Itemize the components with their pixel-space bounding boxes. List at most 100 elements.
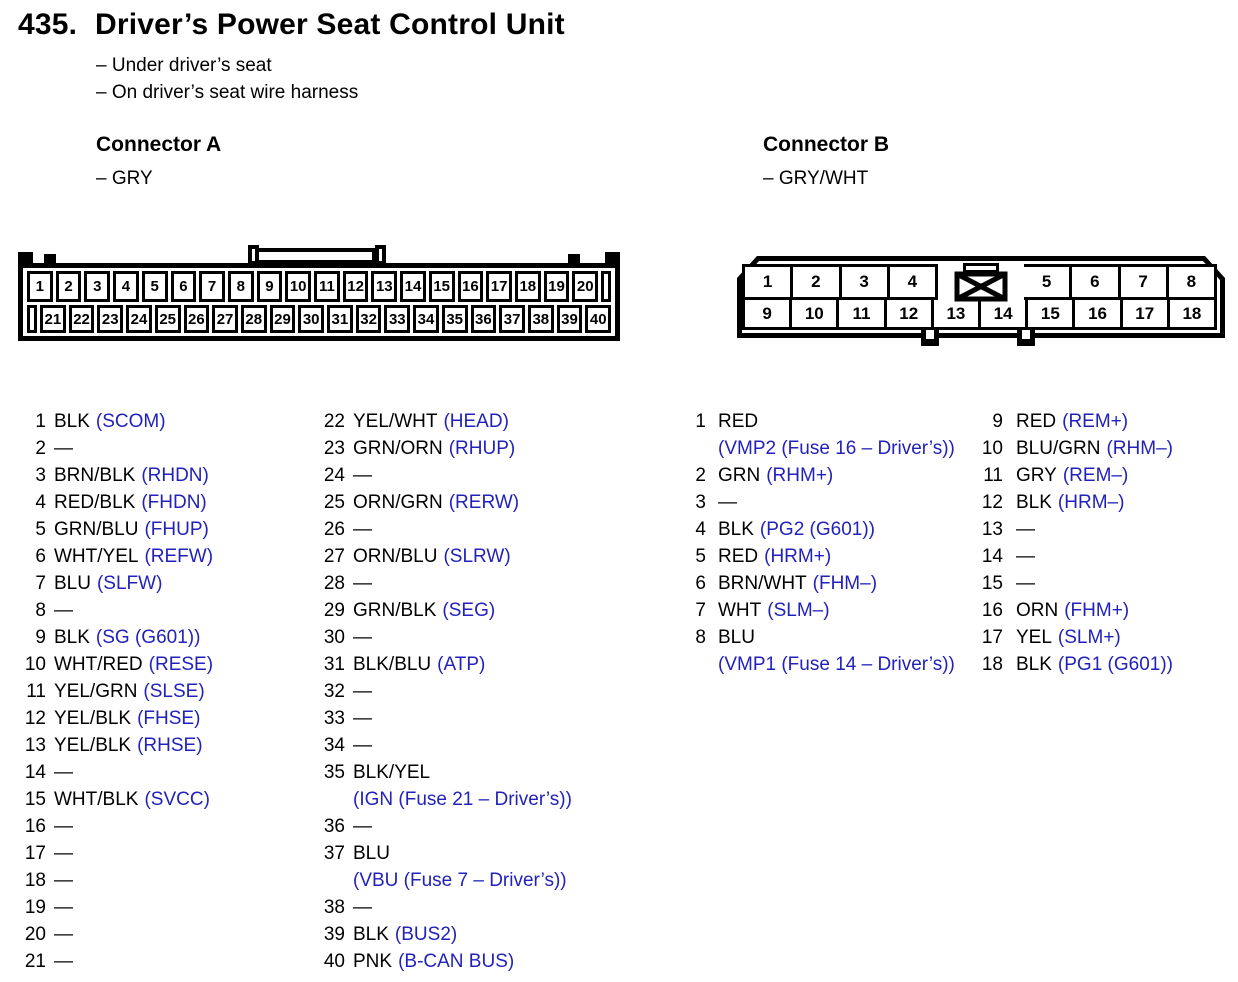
wire-color: — xyxy=(718,492,737,513)
pin-cell: 11 xyxy=(314,271,340,302)
wire-color: — xyxy=(54,600,73,621)
wire-color: — xyxy=(353,897,372,918)
pin-cell: 30 xyxy=(298,305,325,333)
wire-color: RED xyxy=(718,546,759,567)
pin-number: 2 xyxy=(695,465,706,486)
pin-cell: 24 xyxy=(126,305,152,333)
pin-number: 1 xyxy=(35,411,46,432)
wire-color: BLK xyxy=(1016,492,1052,513)
signal-name: (REM–) xyxy=(1062,465,1129,486)
wire-color: BLK/BLU xyxy=(353,654,432,675)
connector-b-keyway xyxy=(938,263,1024,302)
pin-entry: 34— xyxy=(320,732,638,759)
pin-number: 4 xyxy=(35,492,46,513)
pin-number: 12 xyxy=(24,708,46,729)
signal-name: (RHUP) xyxy=(448,438,516,459)
wire-color: BRN/WHT xyxy=(718,573,807,594)
pin-cell: 18 xyxy=(514,271,541,302)
signal-name: (PG1 (G601)) xyxy=(1057,654,1174,675)
pin-entry: 8— xyxy=(16,597,316,624)
wire-color: BLK xyxy=(718,519,754,540)
pin-cell: 2 xyxy=(55,271,82,302)
signal-name: (RHM+) xyxy=(766,465,834,486)
connector-a-latch-post xyxy=(248,245,259,265)
page-title: 435. Driver’s Power Seat Control Unit xyxy=(18,8,565,42)
wire-color: YEL/WHT xyxy=(353,411,438,432)
pin-number: 10 xyxy=(24,654,46,675)
pin-number: 7 xyxy=(35,573,46,594)
connector-b-bottom-notch xyxy=(921,330,939,346)
pin-cell: 34 xyxy=(413,305,439,333)
pin-number: 5 xyxy=(695,546,706,567)
pin-number: 28 xyxy=(323,573,345,594)
pin-number: 9 xyxy=(35,627,46,648)
connector-a-corner-lip xyxy=(605,252,620,265)
pin-number: 14 xyxy=(24,762,46,783)
pin-entry: 11 GRY(REM–) xyxy=(979,462,1235,489)
signal-name: (FHUP) xyxy=(144,519,209,540)
pin-entry: 30— xyxy=(320,624,638,651)
pin-entry: 18— xyxy=(16,867,316,894)
pin-number: 12 xyxy=(981,492,1003,513)
wire-color: — xyxy=(54,816,73,837)
signal-name: (REFW) xyxy=(144,546,214,567)
wire-color: YEL xyxy=(1016,627,1052,648)
pin-number: 37 xyxy=(323,843,345,864)
pin-cell: 13 xyxy=(930,297,982,330)
pin-number: 3 xyxy=(35,465,46,486)
pin-cell: 3 xyxy=(838,264,890,300)
pin-cell: 27 xyxy=(212,305,238,333)
connector-a-tab xyxy=(44,254,56,265)
pin-number: 18 xyxy=(981,654,1003,675)
pin-number: 22 xyxy=(323,411,345,432)
pin-entry: 28— xyxy=(320,570,638,597)
pin-entry: 19— xyxy=(16,894,316,921)
pin-cell: 15 xyxy=(428,271,455,302)
wire-color: RED xyxy=(1016,411,1057,432)
pin-number: 11 xyxy=(983,465,1003,486)
wire-color: — xyxy=(1016,573,1035,594)
wire-color: — xyxy=(54,762,73,783)
location-notes: – Under driver’s seat – On driver’s seat… xyxy=(96,52,358,106)
signal-name: (SG (G601)) xyxy=(95,627,201,648)
pin-cell: 21 xyxy=(40,305,66,333)
signal-name: (RHSE) xyxy=(137,735,203,756)
signal-name: (PG2 (G601)) xyxy=(759,519,876,540)
pin-number: 34 xyxy=(323,735,345,756)
wire-color: RED/BLK xyxy=(54,492,136,513)
wire-color: — xyxy=(1016,546,1035,567)
signal-name: (RERW) xyxy=(448,492,520,513)
signal-name: (RHM–) xyxy=(1106,438,1173,459)
pin-cell: 26 xyxy=(183,305,210,333)
signal-name: (FHDN) xyxy=(141,492,207,513)
pin-number: 30 xyxy=(323,627,345,648)
connector-a-housing-color: – GRY xyxy=(96,168,153,189)
pin-entry: 13— xyxy=(979,516,1235,543)
pin-cell: 8 xyxy=(227,271,254,302)
wire-color: GRY xyxy=(1016,465,1057,486)
wire-color: — xyxy=(54,924,73,945)
wire-color: — xyxy=(54,843,73,864)
pin-number: 16 xyxy=(24,816,46,837)
pin-cell: 4 xyxy=(113,271,139,302)
section-title: Driver’s Power Seat Control Unit xyxy=(95,8,565,41)
pin-number: 33 xyxy=(323,708,345,729)
connector-b-heading: Connector B xyxy=(763,133,889,156)
pin-number: 13 xyxy=(981,519,1003,540)
pin-number: 8 xyxy=(695,627,706,648)
